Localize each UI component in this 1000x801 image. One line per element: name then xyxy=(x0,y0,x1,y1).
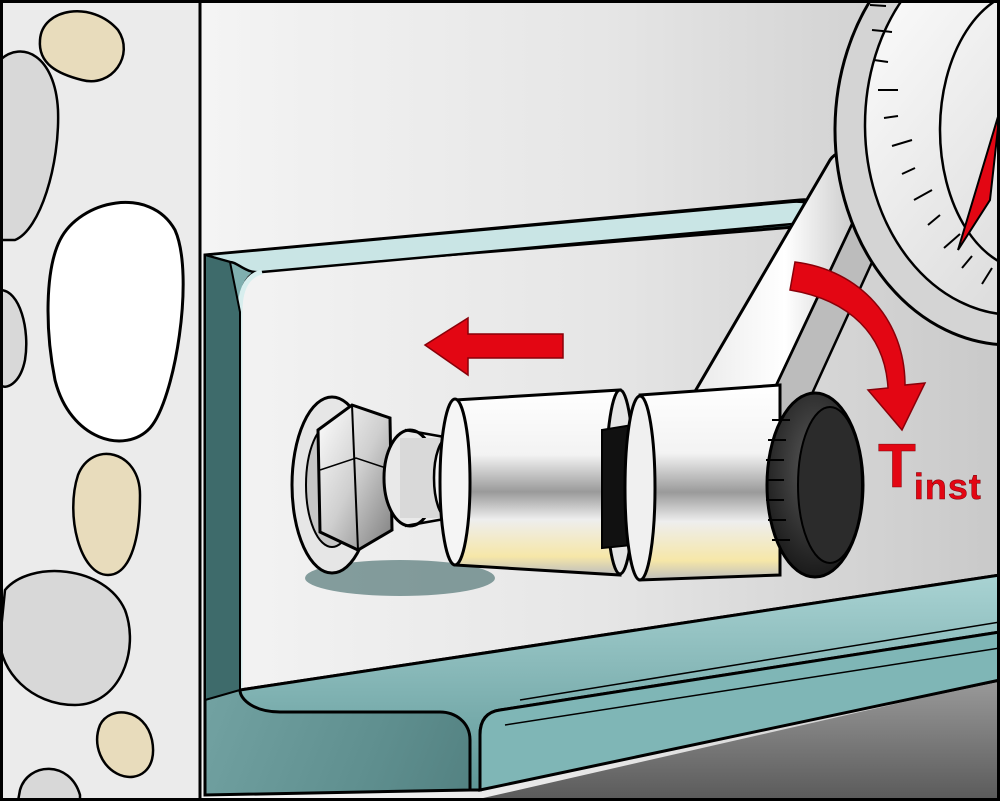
aggregate-stone xyxy=(16,767,82,801)
anchor-assembly xyxy=(290,395,495,596)
torque-subscript: inst xyxy=(913,466,982,507)
socket-body xyxy=(453,388,622,577)
dial-pointer-icon xyxy=(957,109,1000,251)
torque-symbol: T xyxy=(878,432,916,501)
aggregate-stone xyxy=(38,10,125,83)
steel-angle xyxy=(203,198,1000,797)
aggregate-stone xyxy=(0,569,132,707)
torque-dial xyxy=(833,0,1000,347)
dial-scale xyxy=(869,4,993,285)
ratchet-head xyxy=(638,383,782,582)
aggregate-stone xyxy=(46,201,185,443)
aggregate-stone xyxy=(72,452,142,577)
arrow-left-icon xyxy=(423,316,564,377)
aggregate-stone xyxy=(0,50,60,242)
installation-torque-label: Tinst xyxy=(878,435,982,505)
wrench-socket xyxy=(438,383,865,582)
lower-floor xyxy=(470,680,1000,801)
concrete-base xyxy=(0,0,202,801)
aggregate-stone xyxy=(0,288,28,388)
torque-wrench xyxy=(687,0,1000,422)
curved-arrow-clockwise-icon xyxy=(789,261,927,432)
anchor-shadow xyxy=(305,560,495,596)
aggregate-stone xyxy=(95,711,155,779)
